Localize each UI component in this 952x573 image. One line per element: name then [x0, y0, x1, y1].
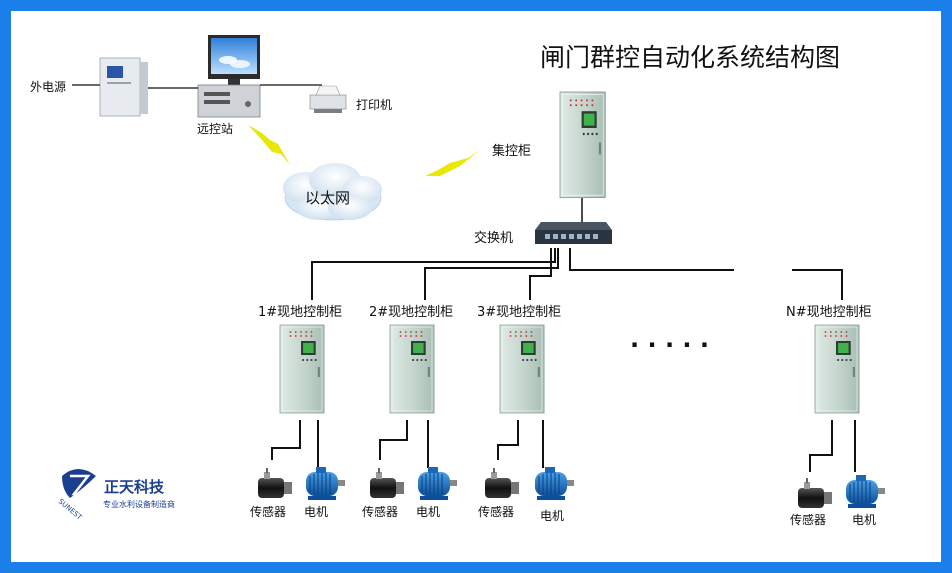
company-tagline: 专业水利设备制造商: [103, 499, 175, 509]
logo-mark-text: SUNEST: [57, 497, 84, 522]
company-logo: SUNEST: [57, 469, 96, 522]
field-cabinet-1: [279, 324, 325, 414]
switch-network-lines: [311, 248, 843, 300]
sensor-3: [485, 468, 519, 498]
ethernet-cloud: [283, 163, 382, 221]
device-cables: [271, 420, 856, 472]
ethernet-label: 以太网: [305, 189, 350, 207]
field-cabinet-n: [814, 324, 860, 414]
sensor-3-label: 传感器: [478, 504, 514, 519]
company-name: 正天科技: [104, 478, 165, 496]
motor-1: [305, 466, 346, 501]
sensor-1: [258, 468, 292, 498]
lightning-right: [400, 150, 480, 188]
central-control-cabinet: [559, 91, 606, 199]
remote-station-computer: [197, 35, 261, 118]
more-cabinets-ellipsis: . . . . .: [630, 325, 709, 353]
central-cabinet-label: 集控柜: [492, 143, 531, 159]
diagram-title: 闸门群控自动化系统结构图: [540, 43, 840, 72]
power-label: 外电源: [30, 80, 66, 94]
ups-device: [99, 57, 148, 117]
lightning-left: [248, 125, 290, 165]
field-cabinet-3: [499, 324, 545, 414]
cabinet-n-label: N#现地控制柜: [786, 305, 872, 320]
motor-1-label: 电机: [304, 505, 328, 519]
sensor-1-label: 传感器: [250, 504, 286, 519]
sensor-2-label: 传感器: [362, 504, 398, 519]
sensor-2: [370, 468, 404, 498]
motor-n: [845, 474, 886, 509]
printer-device: [309, 85, 347, 113]
motor-2: [417, 466, 458, 501]
network-switch: [535, 222, 612, 244]
field-cabinet-2: [389, 324, 435, 414]
sensor-n-label: 传感器: [790, 512, 826, 527]
sensor-n: [798, 478, 832, 508]
motor-2-label: 电机: [416, 505, 440, 519]
motor-3: [534, 466, 575, 501]
motor-n-label: 电机: [852, 513, 876, 527]
cabinet-1-label: 1#现地控制柜: [258, 305, 342, 320]
remote-station-label: 远控站: [197, 122, 233, 136]
switch-label: 交换机: [474, 230, 513, 246]
cabinet-3-label: 3#现地控制柜: [477, 305, 561, 320]
motor-3-label: 电机: [540, 509, 564, 523]
printer-label: 打印机: [356, 98, 392, 112]
cabinet-2-label: 2#现地控制柜: [369, 305, 453, 320]
